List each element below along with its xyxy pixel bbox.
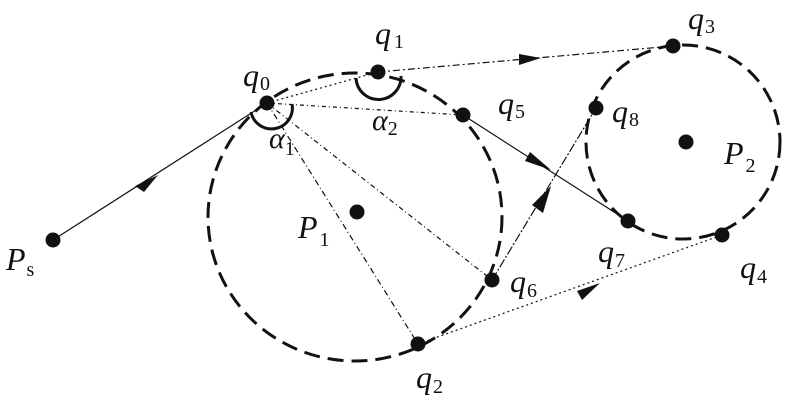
path-q6-q8 — [491, 107, 597, 281]
point-q5 — [455, 107, 471, 123]
label-q5: q5 — [498, 85, 525, 123]
path-ps-q0 — [52, 102, 268, 241]
path-q0-q2 — [266, 102, 419, 345]
point-p1-center — [349, 204, 365, 220]
point-q4 — [714, 227, 730, 243]
arrow-q6-q8 — [532, 186, 551, 213]
label-alpha2: α2 — [372, 104, 398, 140]
point-q2 — [410, 336, 426, 352]
arrow-ps-q0 — [135, 175, 158, 192]
point-q6 — [484, 272, 500, 288]
label-q6: q6 — [510, 263, 537, 302]
arrow-q1-q3 — [519, 54, 541, 65]
point-q3 — [665, 38, 681, 54]
label-q7: q7 — [598, 233, 625, 272]
point-ps — [45, 232, 61, 248]
path-q1-q3 — [377, 45, 674, 73]
point-q7 — [620, 213, 636, 229]
label-ps: Ps — [5, 241, 35, 281]
label-q3: q3 — [688, 0, 715, 38]
point-p2-center — [678, 134, 694, 150]
point-q8 — [588, 100, 604, 116]
obstacle-circle-p2 — [584, 43, 782, 241]
label-q4: q4 — [740, 249, 767, 288]
label-q8: q8 — [612, 93, 639, 131]
path-q0-q1 — [266, 71, 379, 104]
arrow-q5-q7 — [525, 152, 551, 170]
path-q2-q4 — [417, 234, 723, 345]
path-q0-q5 — [266, 102, 464, 116]
obstacle-circle-p1 — [206, 71, 504, 363]
point-q1 — [370, 64, 386, 80]
label-q0: q0 — [243, 57, 270, 95]
point-q0 — [259, 95, 275, 111]
label-q2: q2 — [416, 359, 443, 398]
label-alpha1: α1 — [269, 122, 295, 160]
angle-arc-alpha1 — [249, 103, 294, 131]
arrow-q2-q4 — [577, 283, 600, 300]
angle-arc-alpha2 — [354, 75, 403, 101]
